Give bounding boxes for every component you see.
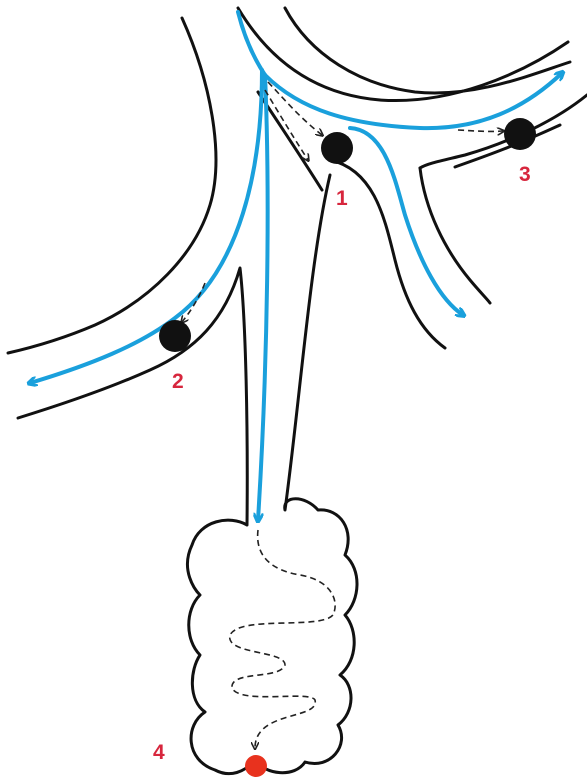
top-outer-wall <box>238 8 568 101</box>
left-outer-wall <box>8 18 216 353</box>
particle-4-target <box>245 755 267 777</box>
trajectory-in-sac <box>230 530 335 748</box>
label-3: 3 <box>519 163 531 186</box>
right-upper-wall <box>420 95 587 168</box>
label-2: 2 <box>172 370 184 393</box>
left-inner-wall <box>18 268 247 525</box>
particle-1 <box>321 132 353 164</box>
airflow-trunk <box>238 12 265 75</box>
airway-walls <box>8 8 587 525</box>
particle-trajectories <box>182 82 503 748</box>
right-lower-wall <box>420 168 490 303</box>
particles <box>159 118 536 777</box>
top-inner-wall <box>285 8 570 93</box>
particle-2 <box>159 320 191 352</box>
middle-left-wall <box>285 175 330 510</box>
trajectory-to-3 <box>458 130 503 131</box>
airflow-to-right-down <box>350 128 463 315</box>
particle-3 <box>504 118 536 150</box>
alveolar-sac <box>187 499 357 774</box>
label-4: 4 <box>153 741 165 764</box>
label-1: 1 <box>336 187 348 210</box>
